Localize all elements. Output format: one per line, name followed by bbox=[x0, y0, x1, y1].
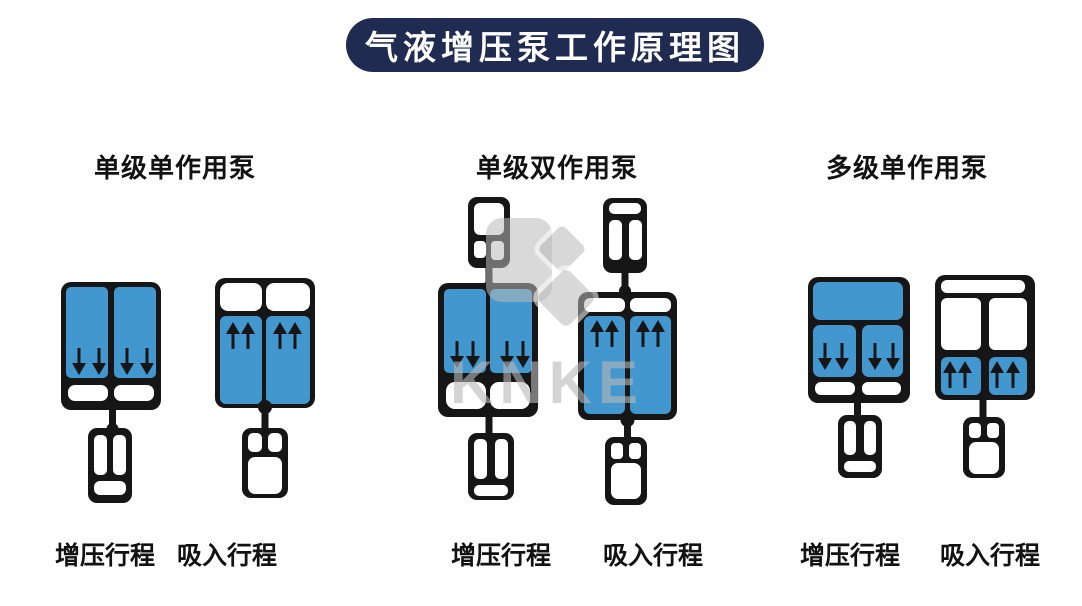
heading-single-stage-double-acting: 单级双作用泵 bbox=[475, 153, 638, 183]
heading-single-stage-single-acting: 单级单作用泵 bbox=[93, 153, 256, 183]
pump-diagram-multi-single-suction bbox=[935, 275, 1035, 478]
stroke-label-suction: 吸入行程 bbox=[176, 542, 277, 570]
stroke-label-suction: 吸入行程 bbox=[939, 542, 1040, 570]
stroke-label-pressurize: 增压行程 bbox=[450, 542, 551, 570]
pump-diagram-single-double-suction bbox=[578, 198, 677, 505]
stroke-label-pressurize: 增压行程 bbox=[54, 542, 155, 570]
pump-diagram-single-single-pressurize bbox=[61, 282, 161, 503]
pump-diagram-multi-single-pressurize bbox=[808, 277, 910, 478]
pump-diagram-single-double-pressurize bbox=[438, 197, 538, 500]
stroke-label-pressurize: 增压行程 bbox=[799, 542, 900, 570]
pump-diagram-single-single-suction bbox=[215, 278, 315, 498]
heading-multi-stage-single-acting: 多级单作用泵 bbox=[825, 153, 988, 183]
stroke-label-suction: 吸入行程 bbox=[602, 542, 703, 570]
page-title: 气液增压泵工作原理图 bbox=[346, 18, 764, 72]
